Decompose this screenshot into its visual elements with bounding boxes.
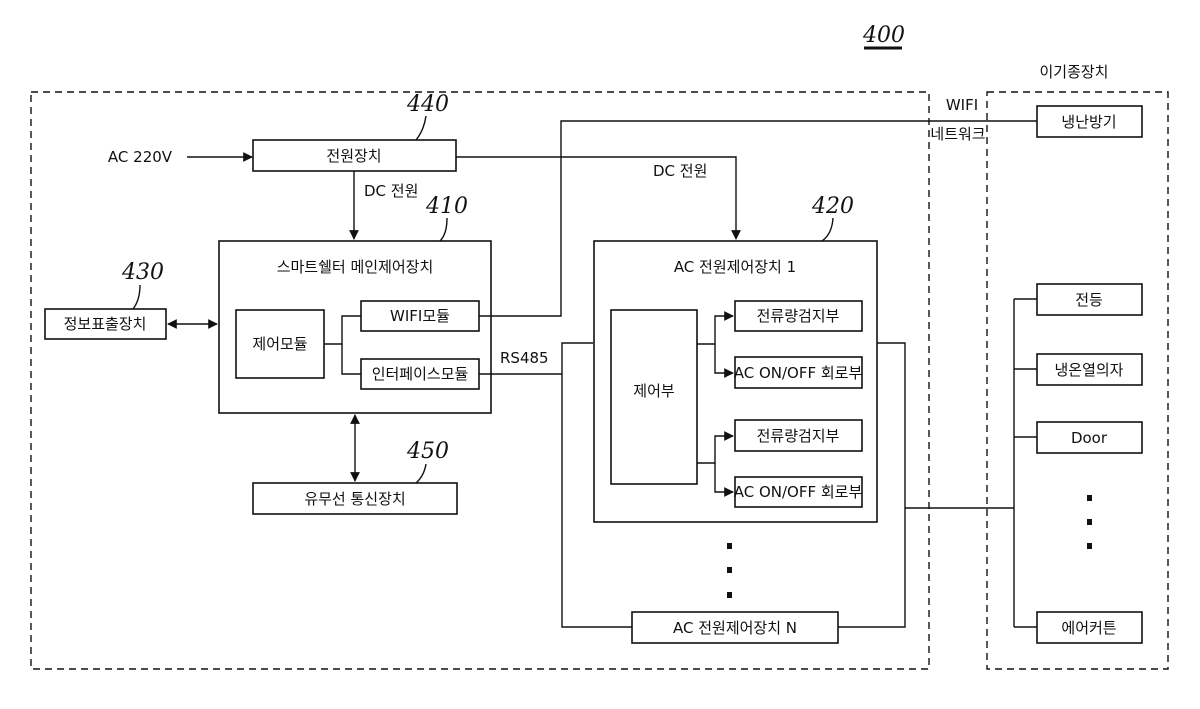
ellipsis-devices (1087, 495, 1092, 549)
current-detector-1-label: 전류량검지부 (757, 307, 840, 325)
ref-440: 440 (406, 92, 449, 117)
ellipsis-ac-units (727, 543, 732, 598)
current-detector-2-label: 전류량검지부 (757, 427, 840, 445)
ac-controller-1-title: AC 전원제어장치 1 (674, 258, 796, 276)
control-unit-label: 제어부 (633, 382, 675, 400)
onoff-circuit-2-label: AC ON/OFF 회로부 (734, 483, 863, 501)
ac-input-label: AC 220V (108, 148, 173, 166)
heated-bench-label: 냉온열의자 (1054, 361, 1123, 379)
leader-410 (440, 218, 447, 241)
ac-controller-n-label: AC 전원제어장치 N (673, 619, 797, 637)
door-label: Door (1071, 429, 1108, 447)
info-display-label: 정보표출장치 (64, 315, 147, 333)
power-supply-label: 전원장치 (326, 147, 381, 165)
figure-number: 400 (862, 23, 905, 48)
main-controller-title: 스마트쉘터 메인제어장치 (277, 258, 434, 276)
comm-unit-label: 유무선 통신장치 (304, 490, 405, 508)
network-label: 네트워크 (930, 125, 985, 143)
leader-430 (133, 285, 140, 309)
onoff-circuit-1-label: AC ON/OFF 회로부 (734, 364, 863, 382)
external-devices-title: 이기종장치 (1039, 63, 1108, 81)
ref-410: 410 (425, 194, 468, 219)
leader-420 (822, 218, 833, 241)
interface-module-label: 인터페이스모듈 (372, 365, 469, 383)
ref-430: 430 (121, 260, 164, 285)
leader-440 (416, 116, 426, 140)
dc-label-1: DC 전원 (364, 182, 418, 200)
leader-450 (416, 464, 426, 483)
air-curtain-label: 에어커튼 (1061, 619, 1116, 637)
hvac-label: 냉난방기 (1061, 113, 1116, 131)
dc-label-2: DC 전원 (653, 162, 707, 180)
ref-420: 420 (811, 194, 854, 219)
light-label: 전등 (1075, 291, 1103, 309)
control-module-label: 제어모듈 (252, 335, 307, 353)
wifi-label: WIFI (946, 96, 978, 114)
wifi-module-label: WIFI모듈 (390, 307, 450, 325)
ref-450: 450 (406, 439, 449, 464)
rs485-label: RS485 (500, 349, 549, 367)
